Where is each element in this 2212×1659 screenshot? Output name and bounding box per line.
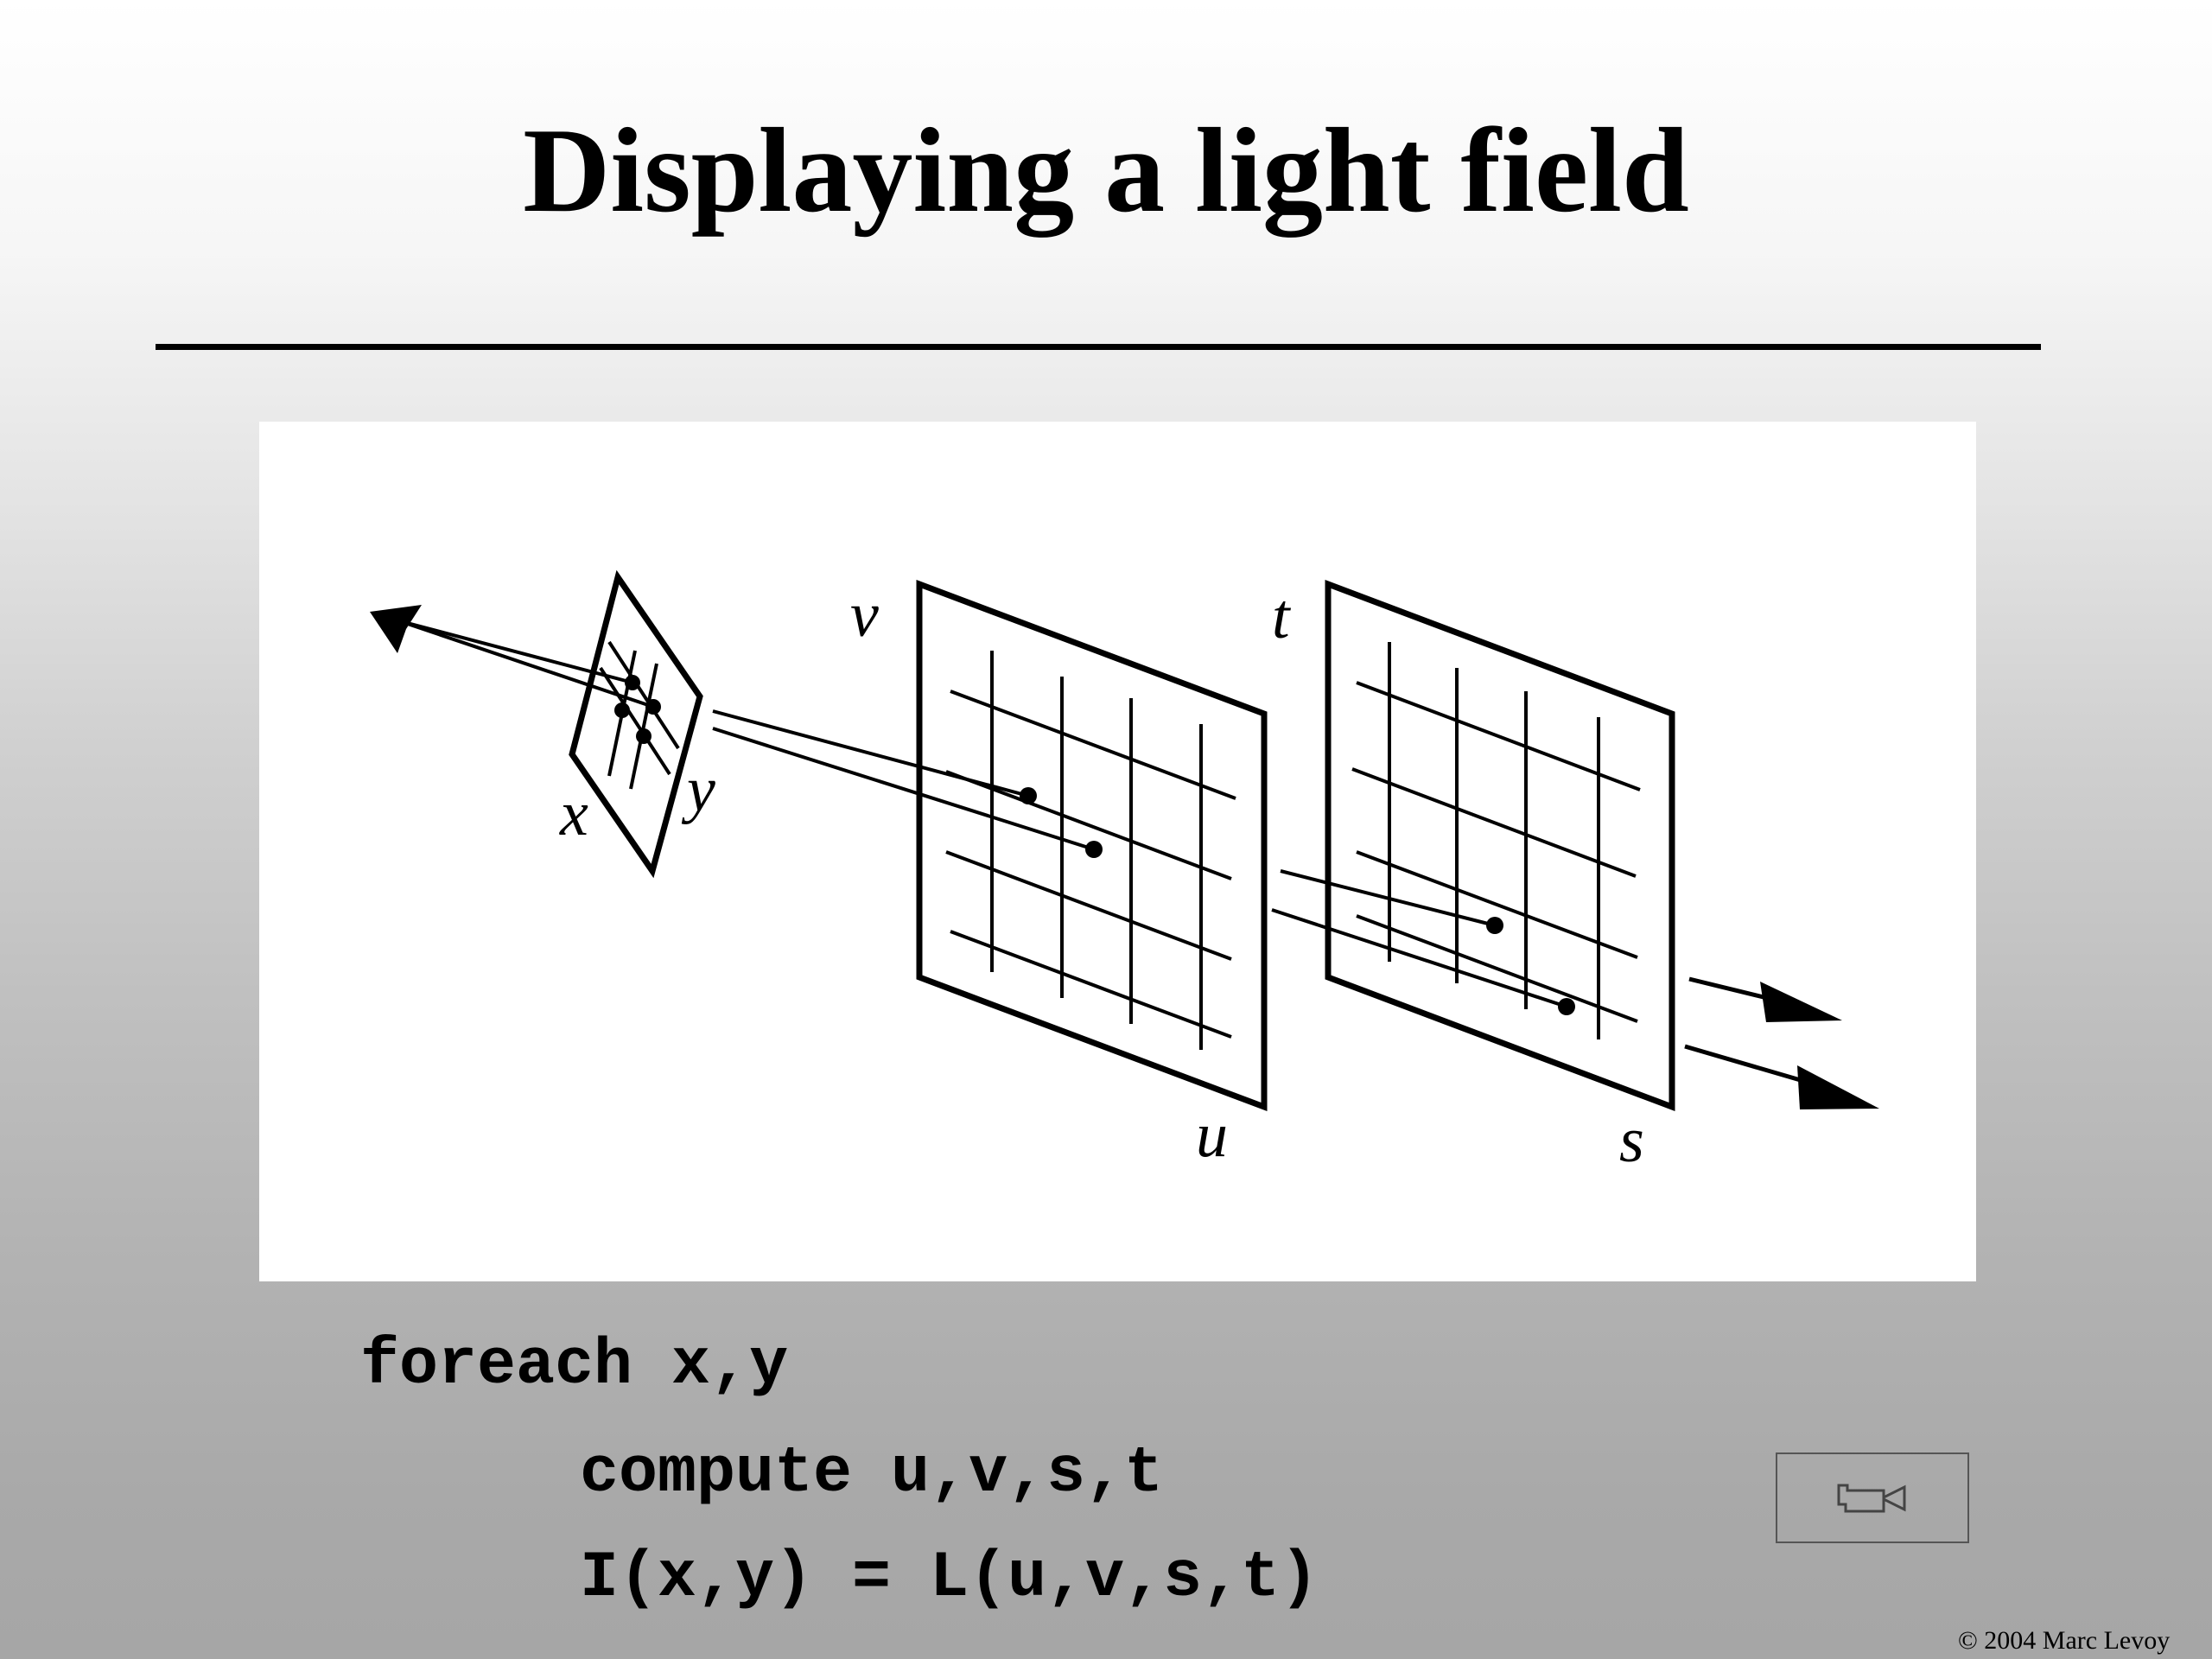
st-sample-point <box>1486 917 1503 934</box>
ray-segments <box>712 709 1567 1008</box>
st-plane: t s <box>1272 579 1675 1176</box>
view-ray <box>397 619 654 709</box>
arrow-head-right-icon <box>1760 982 1842 1022</box>
st-grid-line <box>1356 681 1641 791</box>
label-x: x <box>559 779 588 849</box>
uv-plane: v u <box>850 579 1268 1171</box>
image-plane-grid-line <box>629 663 658 790</box>
movie-camera-icon <box>1837 1484 1906 1512</box>
st-plane-frame <box>1325 579 1675 1112</box>
ray-segment <box>1271 908 1567 1008</box>
incoming-ray <box>1688 976 1768 1001</box>
uv-sample-point <box>1020 787 1037 804</box>
st-sample-point <box>1558 998 1575 1015</box>
pseudocode-line-1: foreach x,y <box>360 1329 789 1402</box>
label-y: y <box>681 754 715 825</box>
footer-copyright: © 2004 Marc Levoy <box>1958 1626 2171 1655</box>
arrow-head-right-icon <box>1797 1065 1879 1109</box>
label-t: t <box>1272 582 1292 652</box>
image-plane-frame <box>569 569 703 879</box>
pixel-point <box>614 702 630 718</box>
st-grid-line <box>1351 767 1637 878</box>
pseudocode-line-2: compute u,v,s,t <box>580 1437 1164 1510</box>
uv-sample-point <box>1085 841 1103 858</box>
uv-grid-line <box>950 690 1236 800</box>
incoming-ray <box>1684 1044 1804 1084</box>
uv-plane-frame <box>916 579 1268 1112</box>
view-ray <box>397 619 633 684</box>
uv-grid-line <box>945 770 1232 880</box>
image-plane-xy: x y <box>559 569 715 879</box>
uv-grid-line <box>950 930 1232 1039</box>
st-grid-line <box>1356 850 1638 959</box>
label-u: u <box>1196 1100 1228 1171</box>
ray-segment <box>712 727 1095 851</box>
image-plane-grid-line <box>599 666 671 776</box>
uv-grid-line <box>945 850 1232 961</box>
arrow-head-left-icon <box>370 605 422 653</box>
pixel-point <box>636 728 652 744</box>
label-s: s <box>1619 1105 1644 1176</box>
incoming-rays <box>1684 976 1879 1109</box>
light-field-diagram: x y v u <box>259 422 1976 1281</box>
title-divider <box>156 344 2041 350</box>
viewer-rays <box>370 605 654 709</box>
slide-title: Displaying a light field <box>523 104 1689 238</box>
movie-button[interactable] <box>1776 1452 1969 1543</box>
pseudocode-line-3: I(x,y) = L(u,v,s,t) <box>580 1541 1319 1615</box>
image-plane-grid-line <box>607 640 680 750</box>
st-grid-line <box>1356 914 1638 1023</box>
light-field-diagram-svg: x y v u <box>370 569 1879 1176</box>
label-v: v <box>850 580 879 651</box>
